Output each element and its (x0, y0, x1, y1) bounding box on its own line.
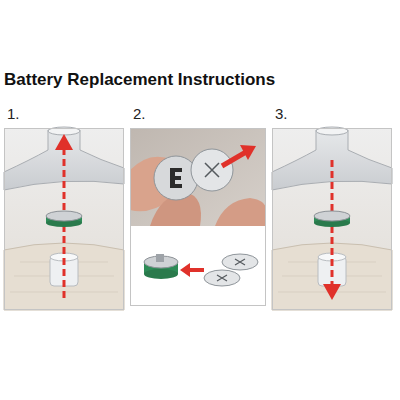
panel-ground (4, 128, 124, 310)
coin-cell (191, 149, 233, 191)
coin-cell (222, 254, 258, 270)
panel-2-photo (130, 128, 266, 226)
step-number: 3. (275, 105, 288, 122)
holder-bottom (144, 269, 178, 279)
finger (215, 198, 266, 226)
arrow-shaft (222, 152, 246, 166)
panel-2-diagram (130, 230, 266, 306)
step-number: 2. (133, 105, 146, 122)
coin-mark (217, 275, 227, 281)
arrow-shaft (188, 268, 204, 272)
step-number: 1. (7, 105, 20, 122)
step-panel: 3. (272, 128, 392, 310)
arrow-head (240, 145, 256, 160)
coin-mark (235, 259, 245, 265)
battery-holder (154, 156, 198, 200)
coin-cell (204, 270, 240, 286)
step-panel: 1. (4, 128, 124, 310)
panel-3-art (272, 127, 392, 310)
coin-top (46, 211, 82, 221)
arrow-head (180, 263, 190, 277)
panel-1-art (4, 127, 124, 310)
coin-top (314, 211, 350, 221)
step-panel: 2. (130, 128, 266, 306)
title: Battery Replacement Instructions (4, 70, 275, 90)
holder-mark (170, 168, 182, 188)
holder-clip (156, 254, 164, 262)
diagram-ground (130, 230, 266, 306)
panel-ground (272, 128, 392, 310)
arrow-head (323, 284, 341, 300)
arrow-head (55, 134, 73, 150)
photo-ground (130, 128, 266, 226)
coin-mark (205, 163, 219, 177)
